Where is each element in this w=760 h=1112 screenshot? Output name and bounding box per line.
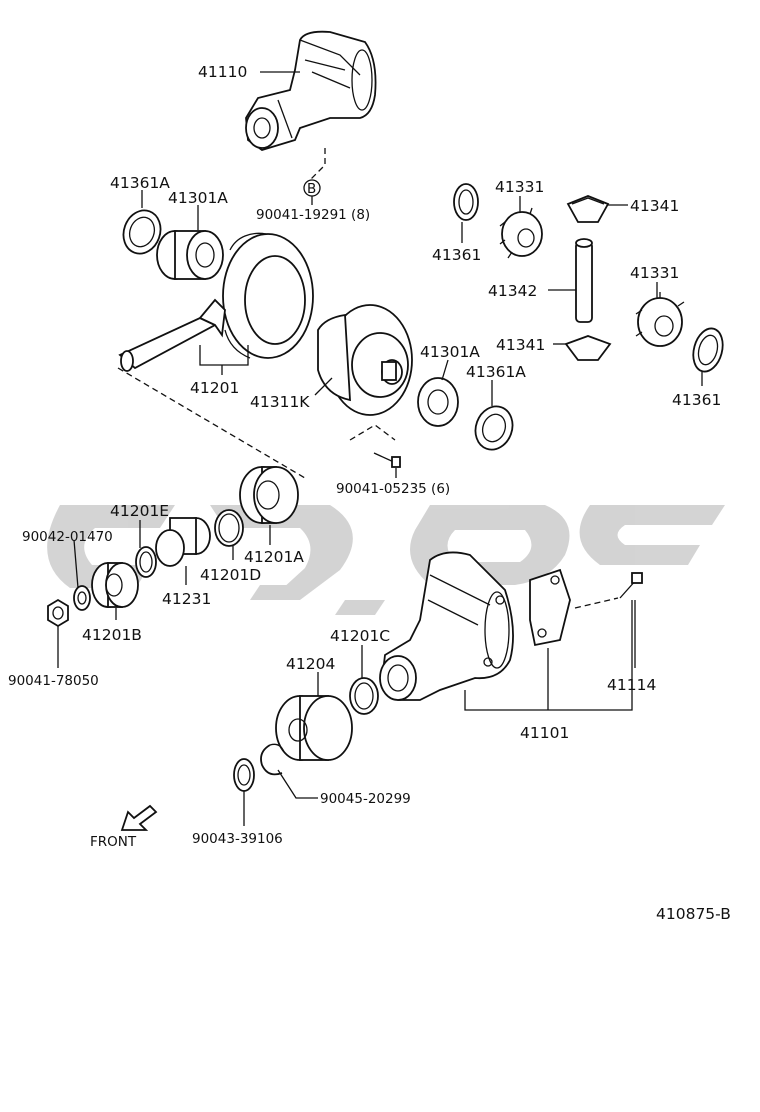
label-41361A-top: 41361A (110, 174, 170, 192)
part-41341-pinion-top (566, 195, 610, 223)
dashed-41114 (574, 597, 619, 609)
part-41301A-bearing-top (156, 230, 224, 280)
front-arrow-icon (120, 804, 158, 831)
label-41341-top: 41341 (630, 197, 679, 215)
part-41201E-ring (135, 546, 157, 578)
part-90041-78050-nut (47, 598, 69, 628)
part-41201B-bearing (91, 562, 139, 608)
label-41201C: 41201C (330, 627, 390, 645)
label-90041-78050: 90041-78050 (8, 673, 99, 689)
label-41114: 41114 (607, 676, 656, 694)
label-41361-right: 41361 (672, 391, 721, 409)
leader-41311K (314, 377, 333, 396)
part-41201C-ring (349, 677, 379, 715)
part-41101-housing (379, 551, 514, 701)
label-41331-right: 41331 (630, 264, 679, 282)
label-90041-05235: 90041-05235 (6) (336, 481, 450, 497)
part-41342-pinion-shaft (575, 238, 593, 323)
part-41301A-bearing-mid (417, 377, 459, 427)
label-90041-19291: 90041-19291 (8) (256, 207, 370, 223)
drawing-number: 410875-B (656, 905, 731, 923)
part-41361-washer-top (453, 183, 479, 221)
part-41231-collar (155, 517, 211, 567)
part-41201D-spacer (214, 509, 244, 547)
dashed-41110 (309, 148, 326, 181)
part-41361A-seal-top (122, 209, 162, 255)
part-41201-ring-gear (222, 232, 314, 359)
part-41331-side-gear-top (499, 207, 543, 259)
label-41101: 41101 (520, 724, 569, 742)
part-41311K-diff-case (317, 304, 413, 416)
dashed-bolt (349, 424, 396, 441)
part-41201-pinion-shaft (118, 298, 226, 372)
label-41301A-mid: 41301A (420, 343, 480, 361)
label-41331-top: 41331 (495, 178, 544, 196)
label-90042-01470: 90042-01470 (22, 529, 113, 545)
label-41110: 41110 (198, 63, 247, 81)
leader-41201 (199, 345, 249, 366)
label-41204: 41204 (286, 655, 335, 673)
label-41201A: 41201A (244, 548, 304, 566)
label-front: FRONT (90, 834, 137, 850)
part-90045-20299-snap-ring (260, 743, 285, 776)
label-41201D: 41201D (200, 566, 261, 584)
leader-41301A-mid (441, 359, 449, 381)
label-ref-b: B (307, 181, 316, 197)
label-41301A-top: 41301A (168, 189, 228, 207)
label-41201E: 41201E (110, 502, 169, 520)
label-41341-mid: 41341 (496, 336, 545, 354)
part-90041-05235-bolt (373, 452, 401, 468)
dashed-pinion (117, 367, 306, 479)
label-90043-39106: 90043-39106 (192, 831, 283, 847)
part-41361A-seal-mid (474, 405, 514, 451)
part-41201A-bearing (239, 466, 299, 524)
part-41341-pinion-mid (564, 335, 612, 361)
part-41204-hub (275, 695, 353, 761)
label-90045-20299: 90045-20299 (320, 791, 411, 807)
part-41110-housing (245, 30, 377, 151)
label-41311K: 41311K (250, 393, 310, 411)
part-41331-side-gear-right (635, 292, 685, 347)
label-41361A-mid: 41361A (466, 363, 526, 381)
part-41101-cap (529, 568, 571, 647)
label-41231: 41231 (162, 590, 211, 608)
label-41201B: 41201B (82, 626, 142, 644)
label-41342: 41342 (488, 282, 537, 300)
part-41114-bolt (619, 572, 643, 599)
leader-90042-01470 (73, 539, 79, 589)
label-41201: 41201 (190, 379, 239, 397)
part-90043-39106-washer (233, 758, 255, 792)
leader-90045-20299 (277, 769, 318, 799)
part-41361-washer-right (692, 327, 724, 373)
label-41361-top: 41361 (432, 246, 481, 264)
part-90042-01470-washer (73, 585, 91, 611)
